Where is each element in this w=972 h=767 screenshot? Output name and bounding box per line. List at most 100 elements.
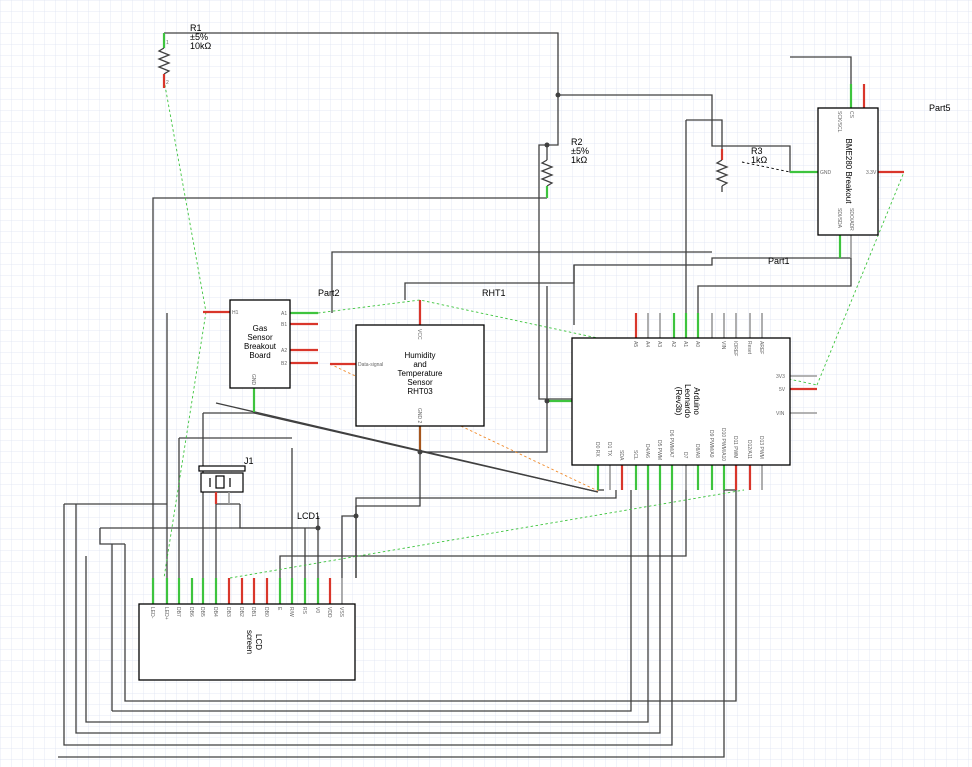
svg-text:D1 TX: D1 TX [606,442,612,457]
svg-text:RS: RS [301,607,307,615]
svg-text:Humidity: Humidity [404,351,435,360]
arduino-title-line3: (Rev3b) [674,387,683,416]
ratsnest-lines [163,79,905,579]
r1-value: 10kΩ [190,41,212,51]
j1-ref: J1 [244,456,254,466]
svg-text:Gas: Gas [253,324,268,333]
svg-text:DB5: DB5 [199,607,205,617]
gas-sensor-board[interactable]: Gas Sensor Breakout Board A1 B1 A2 B2 H1… [203,288,340,412]
svg-text:A0: A0 [694,341,700,347]
svg-text:D6 PWM/A7: D6 PWM/A7 [668,430,674,458]
svg-text:D10 PWM/A10: D10 PWM/A10 [720,428,726,461]
svg-text:A1: A1 [281,311,287,317]
svg-text:SDA: SDA [618,450,624,461]
r1-tolerance: ±5% [190,32,208,42]
svg-text:Reset: Reset [746,341,752,355]
lcd-title-line2: screen [245,630,254,654]
svg-text:E: E [276,607,282,611]
resistor-r2[interactable]: R2 ±5% 1kΩ [540,137,589,198]
svg-text:1: 1 [166,40,169,46]
resistor-r3[interactable]: R3 1kΩ [715,146,768,192]
humidity-temperature-sensor[interactable]: Humidity and Temperature Sensor RHT03 VC… [330,288,506,455]
svg-text:DB1: DB1 [250,607,256,617]
svg-text:A3: A3 [656,341,662,347]
lcd1-ref: LCD1 [297,511,320,521]
svg-text:GND: GND [820,170,832,176]
svg-text:DB2: DB2 [238,607,244,617]
svg-text:DB4: DB4 [212,607,218,617]
arduino-leonardo[interactable]: Arduino Leonardo (Rev3b) A5 A4 A3 A2 A1 … [547,313,817,490]
svg-text:A2: A2 [281,348,287,354]
svg-text:H1: H1 [232,310,239,316]
svg-text:Data-signal: Data-signal [358,362,383,368]
svg-text:D4/A6: D4/A6 [644,444,650,458]
svg-text:Breakout: Breakout [244,342,277,351]
svg-text:DB3: DB3 [225,607,231,617]
svg-text:A5: A5 [632,341,638,347]
part5-ref: Part5 [929,103,951,113]
svg-text:SDI/SDA: SDI/SDA [836,208,842,229]
svg-text:D13 PWM: D13 PWM [758,436,764,459]
svg-text:Sensor: Sensor [247,333,273,342]
svg-text:A1: A1 [682,341,688,347]
svg-text:B2: B2 [281,361,287,367]
svg-text:GND 2: GND 2 [416,408,422,424]
arduino-title-line1: Arduino [692,387,701,415]
svg-text:D0 RX: D0 RX [594,442,600,457]
resistor-r1[interactable]: R1 ±5% 10kΩ 1 2 [157,23,212,88]
svg-text:VIN: VIN [720,341,726,350]
svg-text:3V3: 3V3 [776,374,785,380]
r2-tolerance: ±5% [571,146,589,156]
svg-text:VCC: VCC [416,329,422,340]
r3-ref: R3 [751,146,763,156]
svg-text:AREF: AREF [758,341,764,354]
svg-text:SCK/SCL: SCK/SCL [836,111,842,133]
svg-text:DB6: DB6 [188,607,194,617]
svg-text:D12/A11: D12/A11 [746,440,752,459]
svg-text:SCL: SCL [632,450,638,460]
rht1-ref: RHT1 [482,288,506,298]
svg-text:IOREF: IOREF [732,341,738,356]
svg-text:CS: CS [848,111,854,119]
svg-text:A2: A2 [670,341,676,347]
svg-text:V0: V0 [314,607,320,613]
svg-text:LED+: LED+ [163,607,169,620]
svg-text:VDD: VDD [326,607,332,618]
svg-text:D5 PWM: D5 PWM [656,440,662,460]
svg-text:Board: Board [249,351,270,360]
r1-ref: R1 [190,23,202,33]
svg-text:LED-: LED- [149,607,155,619]
svg-text:D8/A8: D8/A8 [694,444,700,458]
r2-value: 1kΩ [571,155,588,165]
svg-text:B1: B1 [281,322,287,328]
lcd-title-line1: LCD [254,634,263,650]
part2-ref: Part2 [318,288,340,298]
svg-text:DB7: DB7 [175,607,181,617]
svg-text:RHT03: RHT03 [407,387,433,396]
svg-text:D7: D7 [682,452,688,459]
arduino-title-line2: Leonardo [683,384,692,418]
svg-text:2: 2 [166,80,169,86]
bme280-breakout[interactable]: BME280 Breakout SCK/SCL CS GND 3.3V SDI/… [790,84,951,258]
r2-ref: R2 [571,137,583,147]
junction-dots [315,92,561,531]
svg-text:R/W: R/W [288,607,294,617]
svg-text:GND: GND [250,374,256,386]
wires[interactable] [58,32,852,758]
svg-text:VSS: VSS [338,607,344,618]
svg-text:A4: A4 [644,341,650,347]
connector-j1[interactable]: J1 [198,456,254,504]
r3-value: 1kΩ [751,155,768,165]
bme280-title: BME280 Breakout [844,139,853,205]
svg-text:Sensor: Sensor [407,378,433,387]
svg-text:D9 PWM/A9: D9 PWM/A9 [708,430,714,458]
svg-text:SDO/ADR: SDO/ADR [848,208,854,231]
svg-text:D11 PWM: D11 PWM [732,436,738,458]
svg-text:and: and [413,360,426,369]
lcd-screen[interactable]: LCD screen LED- LED+ DB7 DB6 DB5 DB4 DB3… [138,511,356,681]
svg-text:DB0: DB0 [263,607,269,617]
part1-ref: Part1 [768,256,790,266]
svg-text:5V: 5V [779,387,786,393]
svg-text:Temperature: Temperature [398,369,443,378]
